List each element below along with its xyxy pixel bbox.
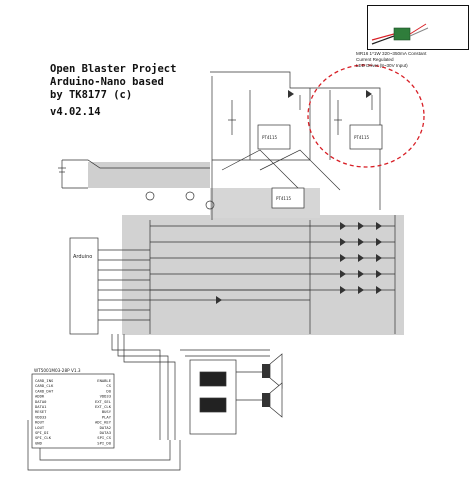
arduino-label: Arduino: [73, 254, 92, 260]
title-line-2: Arduino-Nano based: [50, 76, 164, 88]
sound-pin-right: EXT_SEL: [95, 399, 112, 404]
caption-line-2: Current Regulated: [356, 57, 394, 62]
sound-pin-right: PLAY: [102, 414, 112, 419]
speaker-bottom: [262, 382, 283, 418]
sound-pin-left: ROUT: [35, 420, 45, 425]
driver-box-2: [349, 124, 383, 150]
sound-module-right-pins: ENABLECSDOVDD33EXT_SELEXT_CLKBUSYPLAYADC…: [95, 378, 112, 445]
sound-pin-right: ADC_KEY: [95, 420, 112, 425]
sound-pin-right: DO: [106, 388, 111, 393]
driver-box-1: [257, 124, 291, 150]
power-region: [88, 162, 210, 188]
sound-pin-right: BUSY: [102, 409, 112, 414]
sound-pin-left: SPI_DI: [35, 430, 49, 435]
sound-pin-right: SPI_DO: [97, 440, 111, 445]
sound-pin-left: SPI_CLK: [35, 435, 52, 440]
sound-pin-left: CARD_DAT: [35, 388, 54, 393]
sound-pin-left: VDD33: [35, 414, 46, 419]
sound-pin-left: CARD_INS: [35, 378, 54, 383]
driver-label-2: PT4115: [354, 135, 369, 140]
sound-pin-left: CARD_CLK: [35, 383, 54, 388]
sound-pin-left: DATA1: [35, 404, 47, 409]
version-label: v4.02.14: [50, 106, 101, 118]
amp-board: [189, 359, 237, 435]
sound-pin-left: GND: [35, 440, 43, 445]
caption-line-3: LED Driver (8~30V Input): [356, 63, 408, 68]
led-driver-caption: MR16 1*1W 320~350mA Constant Current Reg…: [356, 51, 472, 69]
arduino-box: [69, 237, 99, 335]
led-array: [149, 215, 396, 334]
sound-module-label: WT5001M03-28P V1.3: [34, 368, 81, 373]
led-driver-photo-drawing: [371, 23, 429, 45]
amp-chip-2: [199, 397, 227, 413]
driver-box-3: [271, 187, 305, 209]
sound-pin-right: EXT_CLK: [95, 404, 112, 409]
sound-pin-right: ENABLE: [97, 378, 111, 383]
highlight-circle: [307, 64, 425, 168]
sound-pin-right: VDD33: [100, 394, 111, 399]
speaker-top: [262, 353, 283, 389]
amp-chip-1: [199, 371, 227, 387]
driver-label-1: PT4115: [262, 135, 277, 140]
sound-pin-right: DATA2: [100, 425, 111, 430]
sound-module-box: [31, 373, 115, 449]
led-array-region: [122, 215, 404, 335]
sound-pin-left: LOUT: [35, 425, 45, 430]
sound-pin-left: ADDR: [35, 394, 45, 399]
sound-pin-left: RESET: [35, 409, 47, 414]
sound-module-left-pins: CARD_INSCARD_CLKCARD_DATADDRDATA0DATA1RE…: [35, 378, 54, 445]
title-line-1: Open Blaster Project: [50, 63, 177, 75]
sound-pin-right: DATA3: [100, 430, 111, 435]
sound-pin-right: SPI_CS: [97, 435, 111, 440]
led-diodes: [216, 90, 382, 304]
driver-label-3: PT4115: [276, 196, 291, 201]
title-line-3: by TK8177 (c): [50, 89, 133, 101]
led-driver-photo: [367, 5, 469, 50]
sound-pin-right: CS: [106, 383, 111, 388]
caption-line-1: MR16 1*1W 320~350mA Constant: [356, 51, 427, 56]
sound-pin-left: DATA0: [35, 399, 47, 404]
